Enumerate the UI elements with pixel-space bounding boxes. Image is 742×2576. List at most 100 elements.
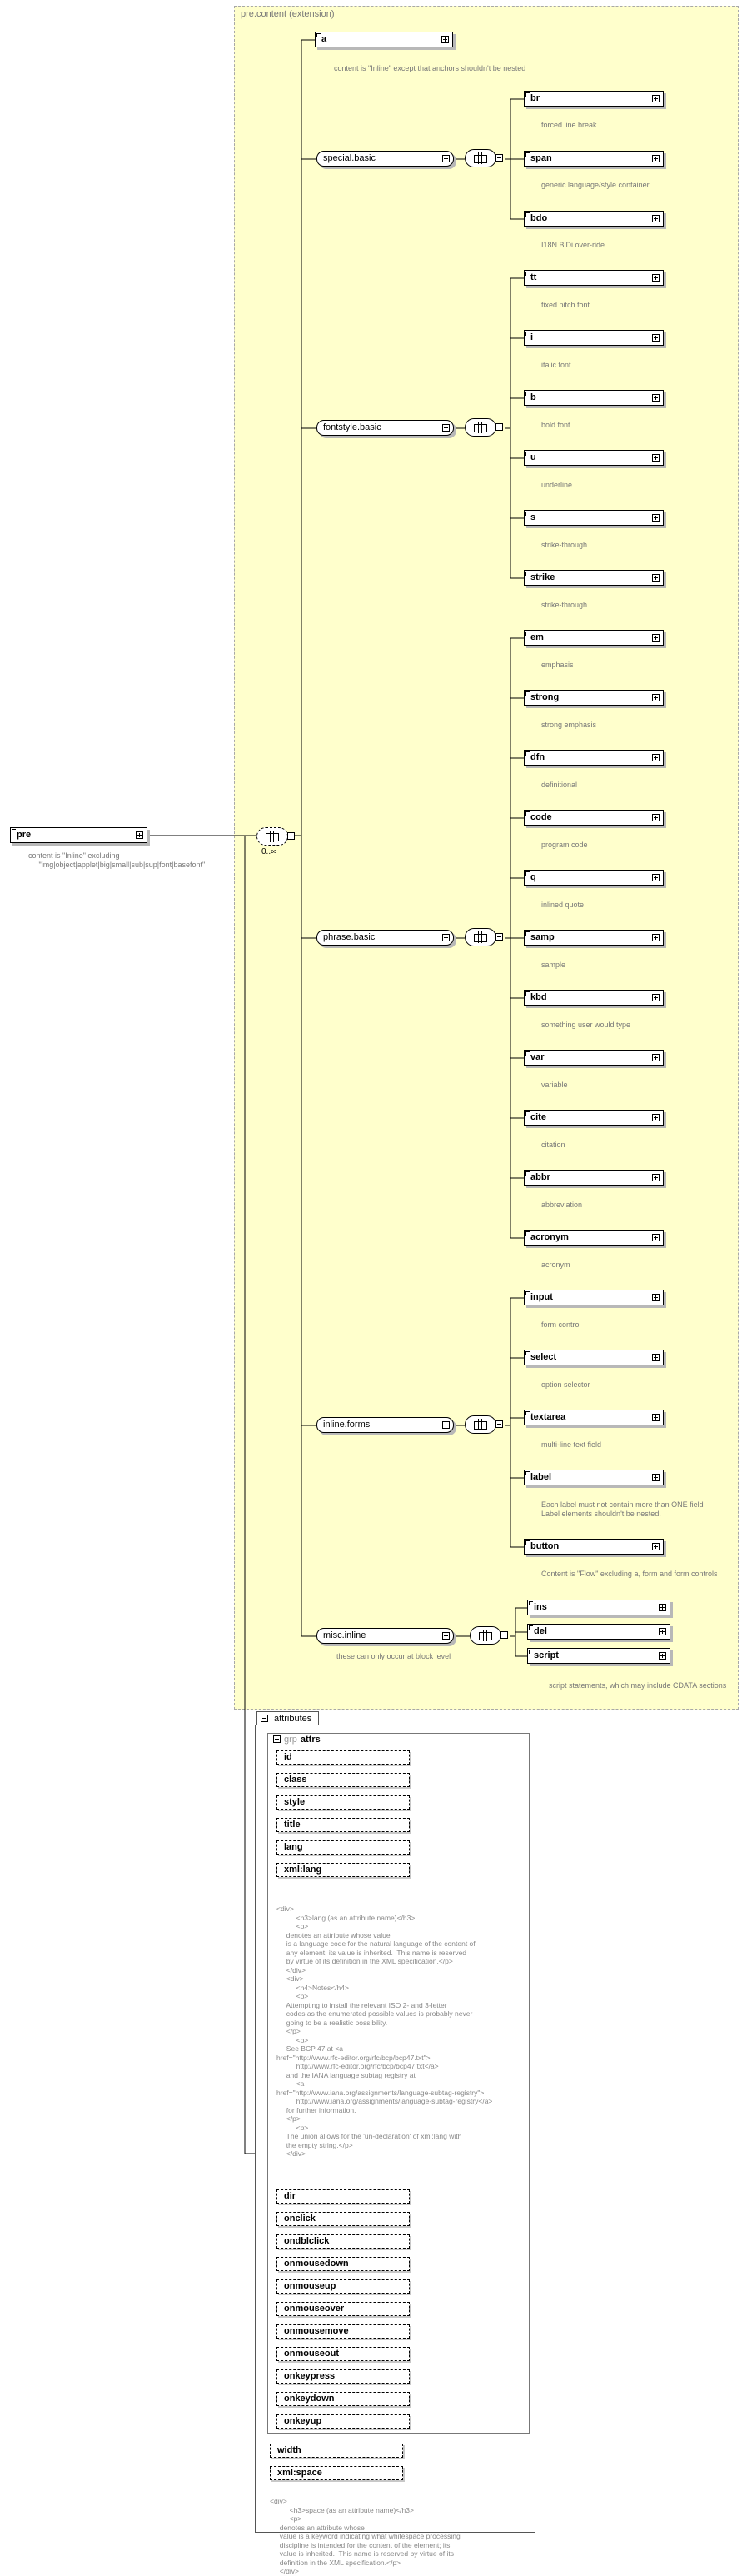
expand-icon[interactable] bbox=[495, 933, 503, 941]
expand-icon[interactable] bbox=[659, 1652, 666, 1660]
element-a[interactable]: a bbox=[315, 32, 453, 47]
expand-icon[interactable] bbox=[652, 1114, 660, 1121]
element-label[interactable]: label bbox=[524, 1470, 664, 1485]
group-fontstyle-basic[interactable]: fontstyle.basic bbox=[316, 420, 454, 436]
element-var[interactable]: var bbox=[524, 1050, 664, 1066]
element-pre[interactable]: pre bbox=[10, 827, 147, 843]
group-special-basic[interactable]: special.basic bbox=[316, 151, 454, 167]
attribute-lang[interactable]: lang bbox=[276, 1840, 410, 1855]
element-span[interactable]: span bbox=[524, 151, 664, 167]
attribute-ondblclick[interactable]: ondblclick bbox=[276, 2234, 410, 2249]
expand-icon[interactable] bbox=[652, 814, 660, 821]
element-samp[interactable]: samp bbox=[524, 930, 664, 946]
element-q[interactable]: q bbox=[524, 870, 664, 886]
expand-icon[interactable] bbox=[442, 1421, 450, 1429]
attribute-onmouseout[interactable]: onmouseout bbox=[276, 2347, 410, 2361]
attribute-onclick[interactable]: onclick bbox=[276, 2212, 410, 2226]
expand-icon[interactable] bbox=[652, 274, 660, 282]
attribute-class[interactable]: class bbox=[276, 1773, 410, 1787]
group-inline-forms[interactable]: inline.forms bbox=[316, 1417, 454, 1433]
expand-icon[interactable] bbox=[442, 1632, 450, 1640]
element-textarea[interactable]: textarea bbox=[524, 1410, 664, 1425]
choice-compositor-icon[interactable] bbox=[465, 928, 496, 946]
element-u[interactable]: u bbox=[524, 450, 664, 466]
element-i[interactable]: i bbox=[524, 330, 664, 346]
attribute-onmousemove[interactable]: onmousemove bbox=[276, 2324, 410, 2339]
expand-icon[interactable] bbox=[652, 994, 660, 1001]
element-em[interactable]: em bbox=[524, 630, 664, 646]
element-input[interactable]: input bbox=[524, 1290, 664, 1305]
expand-icon[interactable] bbox=[652, 1294, 660, 1301]
attribute-onkeydown[interactable]: onkeydown bbox=[276, 2392, 410, 2406]
attribute-dir[interactable]: dir bbox=[276, 2189, 410, 2204]
attribute-onmousedown[interactable]: onmousedown bbox=[276, 2257, 410, 2271]
sequence-compositor-icon[interactable] bbox=[256, 827, 288, 846]
expand-icon[interactable] bbox=[495, 423, 503, 431]
element-bdo[interactable]: bdo bbox=[524, 211, 664, 227]
element-dfn[interactable]: dfn bbox=[524, 750, 664, 766]
expand-icon[interactable] bbox=[652, 95, 660, 102]
expand-icon[interactable] bbox=[652, 634, 660, 642]
expand-icon[interactable] bbox=[136, 831, 143, 839]
expand-icon[interactable] bbox=[652, 334, 660, 342]
group-phrase-basic[interactable]: phrase.basic bbox=[316, 930, 454, 946]
attribute-onkeyup[interactable]: onkeyup bbox=[276, 2414, 410, 2429]
choice-compositor-icon[interactable] bbox=[470, 1626, 501, 1645]
choice-compositor-icon[interactable] bbox=[465, 149, 496, 167]
element-s[interactable]: s bbox=[524, 510, 664, 526]
element-select[interactable]: select bbox=[524, 1350, 664, 1365]
expand-icon[interactable] bbox=[500, 1631, 508, 1639]
attributes-tab[interactable]: attributes bbox=[256, 1711, 320, 1725]
expand-icon[interactable] bbox=[495, 154, 503, 162]
element-ins[interactable]: ins bbox=[527, 1600, 670, 1615]
expand-icon[interactable] bbox=[442, 155, 450, 162]
element-br[interactable]: br bbox=[524, 91, 664, 107]
expand-icon[interactable] bbox=[652, 215, 660, 222]
element-del[interactable]: del bbox=[527, 1624, 670, 1640]
expand-icon[interactable] bbox=[287, 832, 295, 840]
expand-icon[interactable] bbox=[442, 934, 450, 941]
expand-icon[interactable] bbox=[652, 1474, 660, 1481]
attribute-style[interactable]: style bbox=[276, 1795, 410, 1810]
expand-icon[interactable] bbox=[652, 1543, 660, 1550]
element-strike[interactable]: strike bbox=[524, 570, 664, 586]
choice-compositor-icon[interactable] bbox=[465, 418, 496, 437]
expand-icon[interactable] bbox=[652, 1054, 660, 1061]
group-misc-inline[interactable]: misc.inline bbox=[316, 1628, 454, 1644]
element-abbr[interactable]: abbr bbox=[524, 1170, 664, 1186]
attribute-id[interactable]: id bbox=[276, 1750, 410, 1765]
expand-icon[interactable] bbox=[652, 934, 660, 941]
expand-icon[interactable] bbox=[652, 754, 660, 761]
element-code[interactable]: code bbox=[524, 810, 664, 826]
choice-compositor-icon[interactable] bbox=[465, 1415, 496, 1434]
element-acronym[interactable]: acronym bbox=[524, 1230, 664, 1246]
expand-icon[interactable] bbox=[442, 424, 450, 432]
expand-icon[interactable] bbox=[652, 514, 660, 522]
collapse-icon[interactable] bbox=[261, 1715, 268, 1722]
expand-icon[interactable] bbox=[652, 454, 660, 462]
element-strong[interactable]: strong bbox=[524, 690, 664, 706]
expand-icon[interactable] bbox=[659, 1604, 666, 1611]
attribute-title[interactable]: title bbox=[276, 1818, 410, 1832]
attribute-onmouseover[interactable]: onmouseover bbox=[276, 2302, 410, 2316]
expand-icon[interactable] bbox=[652, 1234, 660, 1241]
expand-icon[interactable] bbox=[652, 1414, 660, 1421]
attribute-onkeypress[interactable]: onkeypress bbox=[276, 2369, 410, 2384]
expand-icon[interactable] bbox=[652, 574, 660, 582]
expand-icon[interactable] bbox=[652, 1174, 660, 1181]
expand-icon[interactable] bbox=[652, 694, 660, 701]
element-button[interactable]: button bbox=[524, 1539, 664, 1555]
expand-icon[interactable] bbox=[652, 874, 660, 881]
expand-icon[interactable] bbox=[495, 1420, 503, 1428]
attribute-xml-space[interactable]: xml:space bbox=[270, 2466, 403, 2480]
expand-icon[interactable] bbox=[652, 1354, 660, 1361]
expand-icon[interactable] bbox=[652, 155, 660, 162]
element-cite[interactable]: cite bbox=[524, 1110, 664, 1126]
element-script[interactable]: script bbox=[527, 1648, 670, 1664]
collapse-icon[interactable] bbox=[273, 1735, 281, 1743]
expand-icon[interactable] bbox=[659, 1628, 666, 1635]
attribute-onmouseup[interactable]: onmouseup bbox=[276, 2279, 410, 2294]
expand-icon[interactable] bbox=[652, 394, 660, 402]
attribute-width[interactable]: width bbox=[270, 2444, 403, 2458]
